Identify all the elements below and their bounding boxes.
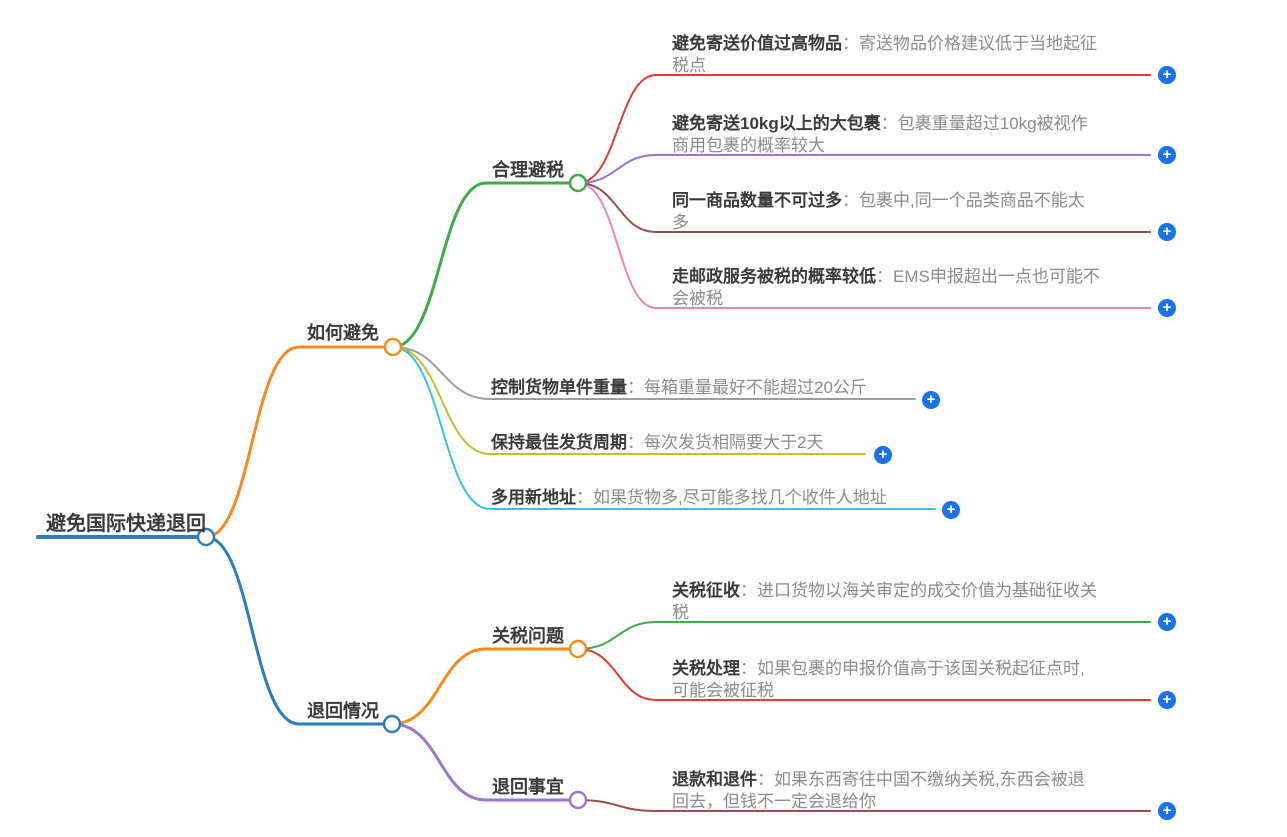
edge-reasonable-tax-avoidance <box>391 181 572 349</box>
leaf-label: 控制货物单件重量 <box>491 378 627 397</box>
add-child-button-use-new-addresses[interactable]: + <box>942 501 960 519</box>
leaf-separator: ： <box>757 770 774 789</box>
edge-avoid-high-value-items <box>577 74 1151 184</box>
leaf-desc: 进口货物以海关审定的成交价值为基础征收关税 <box>672 581 1097 622</box>
node-how-to-avoid[interactable]: 如何避免 <box>307 322 379 344</box>
plus-icon: + <box>926 391 936 408</box>
add-child-button-avoid-high-value[interactable]: + <box>1158 66 1176 84</box>
leaf-desc: 寄送物品价格建议低于当地起征税点 <box>672 34 1097 75</box>
connector-return-matters[interactable] <box>568 790 588 810</box>
edge-tariff-handling <box>577 648 1151 701</box>
connector-return-situation[interactable] <box>382 714 402 734</box>
leaf-separator: ： <box>740 581 757 600</box>
leaf-separator: ： <box>876 267 893 286</box>
edge-return-matters <box>390 722 572 802</box>
connector-tariff-issues[interactable] <box>568 639 588 659</box>
leaf-separator: ： <box>842 34 859 53</box>
node-postal-service-low-tax[interactable]: 走邮政服务被税的概率较低：EMS申报超出一点也可能不会被税 <box>672 266 1100 310</box>
edge-best-shipping-cycle <box>392 346 866 455</box>
connector-root[interactable] <box>196 527 216 547</box>
leaf-desc: 每次发货相隔要大于2天 <box>644 433 824 452</box>
plus-icon: + <box>1162 66 1172 83</box>
edge-how-to-avoid <box>204 345 387 539</box>
node-label: 合理避税 <box>492 160 564 180</box>
connector-reasonable-tax-avoidance[interactable] <box>568 173 588 193</box>
leaf-label: 保持最佳发货周期 <box>491 433 627 452</box>
edge-tariff-collection <box>577 621 1151 650</box>
node-root[interactable]: 避免国际快递退回 <box>46 512 206 536</box>
leaf-separator: ： <box>576 488 593 507</box>
node-tariff-handling[interactable]: 关税处理：如果包裹的申报价值高于该国关税起征点时,可能会被征税 <box>672 658 1100 702</box>
leaf-desc: 如果东西寄往中国不缴纳关税,东西会被退回去，但钱不一定会退给你 <box>672 770 1085 811</box>
node-label: 关税问题 <box>492 626 564 646</box>
leaf-label: 退款和退件 <box>672 770 757 789</box>
edge-use-new-addresses <box>392 346 936 510</box>
add-child-button-control-unit-weight[interactable]: + <box>922 391 940 409</box>
leaf-label: 关税处理 <box>672 659 740 678</box>
add-child-button-tariff-handling[interactable]: + <box>1158 691 1176 709</box>
node-best-shipping-cycle[interactable]: 保持最佳发货周期：每次发货相隔要大于2天 <box>491 432 921 454</box>
add-child-button-postal-service[interactable]: + <box>1158 299 1176 317</box>
add-child-button-avoid-large-packages[interactable]: + <box>1158 146 1176 164</box>
leaf-label: 多用新地址 <box>491 488 576 507</box>
edge-return-situation <box>204 535 386 726</box>
leaf-separator: ： <box>627 378 644 397</box>
leaf-label: 避免寄送价值过高物品 <box>672 34 842 53</box>
node-return-matters[interactable]: 退回事宜 <box>492 776 564 798</box>
plus-icon: + <box>878 446 888 463</box>
node-tariff-issues[interactable]: 关税问题 <box>492 625 564 647</box>
add-child-button-same-product-quantity[interactable]: + <box>1158 223 1176 241</box>
node-tariff-collection[interactable]: 关税征收：进口货物以海关审定的成交价值为基础征收关税 <box>672 580 1100 624</box>
node-use-new-addresses[interactable]: 多用新地址：如果货物多,尽可能多找几个收件人地址 <box>491 487 951 509</box>
leaf-desc: 每箱重量最好不能超过20公斤 <box>644 378 867 397</box>
plus-icon: + <box>1162 146 1172 163</box>
leaf-label: 走邮政服务被税的概率较低 <box>672 267 876 286</box>
leaf-desc: 如果货物多,尽可能多找几个收件人地址 <box>593 488 887 507</box>
leaf-label: 避免寄送10kg以上的大包裹 <box>672 114 881 133</box>
edge-tariff-issues <box>390 647 572 726</box>
plus-icon: + <box>1162 691 1172 708</box>
leaf-separator: ： <box>740 659 757 678</box>
plus-icon: + <box>1162 613 1172 630</box>
node-label: 如何避免 <box>307 323 379 343</box>
connector-how-to-avoid[interactable] <box>383 337 403 357</box>
node-control-unit-weight[interactable]: 控制货物单件重量：每箱重量最好不能超过20公斤 <box>491 377 921 399</box>
leaf-label: 关税征收 <box>672 581 740 600</box>
leaf-desc: 包裹重量超过10kg被视作商用包裹的概率较大 <box>672 114 1088 155</box>
leaf-desc: 包裹中,同一个品类商品不能太多 <box>672 191 1085 232</box>
node-label: 退回事宜 <box>492 777 564 797</box>
add-child-button-tariff-collection[interactable]: + <box>1158 613 1176 631</box>
add-child-button-refund-and-return[interactable]: + <box>1158 802 1176 820</box>
leaf-separator: ： <box>627 433 644 452</box>
node-refund-and-return[interactable]: 退款和退件：如果东西寄往中国不缴纳关税,东西会被退回去，但钱不一定会退给你 <box>672 769 1100 813</box>
node-root-label: 避免国际快递退回 <box>46 513 206 535</box>
plus-icon: + <box>1162 223 1172 240</box>
edge-control-unit-weight <box>392 346 916 400</box>
node-label: 退回情况 <box>307 701 379 721</box>
edge-refund-and-return <box>577 799 1151 812</box>
edge-postal-service-low-tax <box>577 182 1151 309</box>
edge-same-product-quantity <box>577 182 1151 233</box>
plus-icon: + <box>946 501 956 518</box>
add-child-button-best-shipping-cycle[interactable]: + <box>874 446 892 464</box>
node-avoid-large-packages[interactable]: 避免寄送10kg以上的大包裹：包裹重量超过10kg被视作商用包裹的概率较大 <box>672 113 1100 157</box>
edge-avoid-large-packages <box>577 154 1151 184</box>
plus-icon: + <box>1162 299 1172 316</box>
leaf-desc: EMS申报超出一点也可能不会被税 <box>672 267 1100 308</box>
leaf-desc: 如果包裹的申报价值高于该国关税起征点时,可能会被征税 <box>672 659 1085 700</box>
node-same-product-quantity[interactable]: 同一商品数量不可过多：包裹中,同一个品类商品不能太多 <box>672 190 1100 234</box>
leaf-separator: ： <box>880 114 898 133</box>
leaf-label: 同一商品数量不可过多 <box>672 191 842 210</box>
plus-icon: + <box>1162 802 1172 819</box>
node-avoid-high-value-items[interactable]: 避免寄送价值过高物品：寄送物品价格建议低于当地起征税点 <box>672 33 1100 77</box>
leaf-separator: ： <box>842 191 859 210</box>
node-reasonable-tax-avoidance[interactable]: 合理避税 <box>492 159 564 181</box>
node-return-situation[interactable]: 退回情况 <box>307 700 379 722</box>
